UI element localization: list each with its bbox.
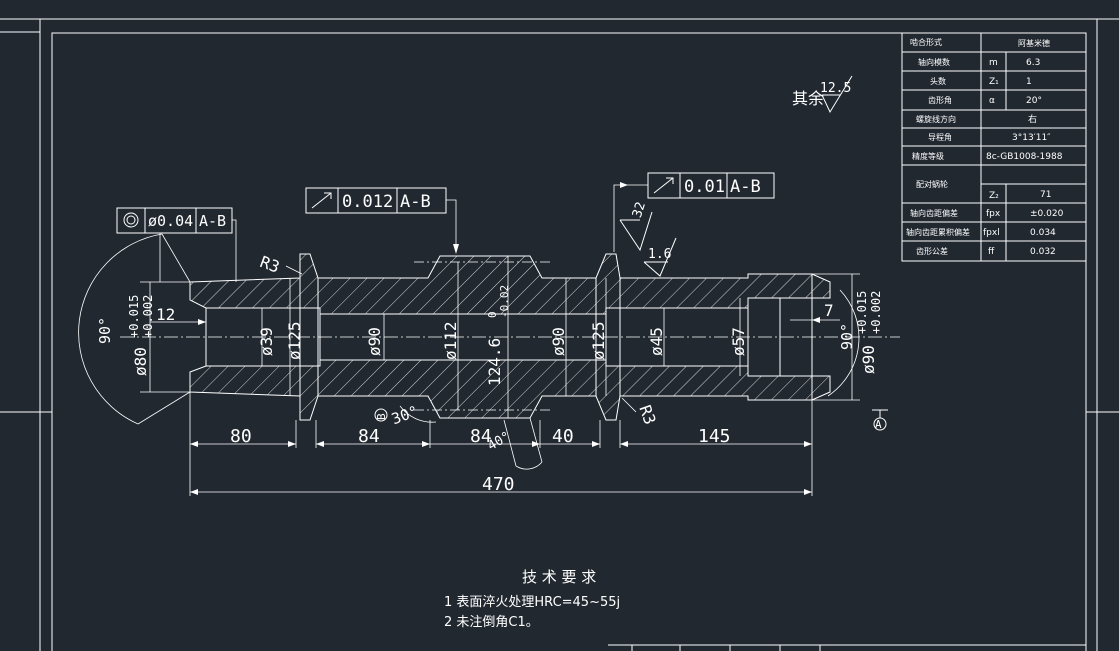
shaft-lower-half [189, 359, 831, 421]
param-name-4: 螺旋线方向 [916, 114, 956, 124]
runout-left-value: 0.012 [342, 192, 393, 212]
length-80-label: 80 [230, 426, 252, 447]
dia-80-tol-up: +0.015 [127, 295, 141, 338]
length-84b-label: 84 [470, 426, 492, 447]
param-val-10: 0.034 [1030, 228, 1056, 238]
param-val-1: 6.3 [1026, 58, 1040, 68]
dia-57-label: ø57 [729, 327, 748, 356]
param-name-0: 啮合形式 [910, 37, 942, 47]
param-sym-2: Z₁ [989, 77, 999, 87]
tolerance-frame-concentricity: ø0.04 A-B [116, 207, 237, 282]
param-name-9: 轴向齿距偏差 [910, 208, 958, 218]
dia-80-label: ø80 [131, 347, 150, 376]
tolerance-frame-runout-right: 0.01 A-B [613, 172, 775, 252]
diameter-dimensions [140, 256, 860, 418]
param-val-2: 1 [1026, 77, 1032, 87]
angle-30-label: 30° [389, 402, 421, 428]
param-name-11: 齿形公差 [916, 246, 948, 256]
shaft-section [120, 253, 900, 421]
tolerance-frame-runout-left: 0.012 A-B [305, 187, 459, 254]
length-12-dimension: 12 [150, 305, 206, 325]
length-470-label: 470 [482, 474, 515, 495]
runout-left-datum: A-B [400, 192, 431, 212]
param-val-5: 3°13′11″ [1012, 133, 1051, 143]
length-7-label: 7 [824, 301, 834, 320]
length-dimensions [189, 392, 813, 496]
length-84a-label: 84 [358, 426, 380, 447]
angle-dimension-30: 30° [389, 402, 437, 428]
roughness-mark-32: 32 [619, 200, 653, 252]
runout-right-value: 0.01 [684, 177, 725, 197]
param-sym-11: ff [988, 247, 995, 257]
length-145-label: 145 [698, 426, 731, 447]
tech-req-item-1: 1 表面淬火处理HRC=45~55j [444, 595, 620, 610]
param-val-0: 阿基米德 [1018, 38, 1050, 48]
dia-90c-tol-dn: +0.002 [869, 291, 883, 334]
param-sym-10: fpxl [983, 228, 1000, 238]
dia-90a-label: ø90 [365, 327, 384, 356]
param-name-7: 配对蜗轮 [916, 179, 948, 189]
angle-dimension-left: 90° [78, 233, 191, 425]
dia-45-label: ø45 [647, 327, 666, 356]
dia-124-tol-up: 0 [486, 311, 499, 318]
roughness-value: 12.5 [820, 81, 851, 96]
length-40-label: 40 [552, 426, 574, 447]
param-sym-8: Z₂ [989, 191, 999, 201]
technical-requirements: 技 术 要 求 1 表面淬火处理HRC=45~55j 2 未注倒角C1。 [444, 568, 620, 630]
param-name-5: 导程角 [928, 132, 952, 142]
roughness-symbol-other: 其余 12.5 [792, 75, 853, 114]
angle-right-label: 90° [838, 323, 856, 350]
tech-req-title: 技 术 要 求 [522, 568, 596, 586]
datum-a-marker: A [872, 409, 888, 431]
param-val-11: 0.032 [1030, 247, 1056, 257]
roughness-16-value: 1.6 [648, 247, 671, 262]
dia-124-tol-dn: -0.02 [498, 285, 511, 318]
roughness-32-value: 32 [630, 200, 649, 220]
datum-b-marker: B [374, 408, 388, 422]
radius-left-label: R3 [258, 252, 283, 276]
param-sym-9: fpx [986, 209, 1001, 219]
radius-left-leader [285, 265, 303, 275]
param-val-6: 8c-GB1008-1988 [986, 152, 1063, 162]
tech-req-item-2: 2 未注倒角C1。 [444, 615, 539, 630]
runout-right-datum: A-B [730, 177, 761, 197]
dia-90c-tol-up: +0.015 [855, 291, 869, 334]
param-sym-3: α [989, 96, 995, 106]
param-name-6: 精度等级 [912, 151, 944, 161]
param-val-8: 71 [1040, 190, 1051, 200]
dia-90c-label: ø90 [859, 345, 878, 374]
concentricity-datum: A-B [199, 212, 226, 230]
dia-80-tol-dn: +0.002 [141, 295, 155, 338]
dia-112-label: ø112 [441, 321, 460, 360]
dia-125b-label: ø125 [589, 321, 608, 360]
param-val-9: ±0.020 [1030, 209, 1064, 219]
param-name-3: 齿形角 [928, 95, 952, 105]
param-name-2: 头数 [930, 76, 946, 86]
dia-125a-label: ø125 [285, 321, 304, 360]
param-val-4: 右 [1028, 113, 1037, 125]
length-7-dimension: 7 [790, 301, 840, 323]
radius-right-leader [621, 397, 637, 413]
dia-39-label: ø39 [257, 327, 276, 356]
concentricity-value: ø0.04 [148, 212, 193, 230]
roughness-prefix: 其余 [792, 89, 824, 108]
dia-90b-label: ø90 [549, 327, 568, 356]
roughness-mark-16: 1.6 [643, 237, 677, 277]
datum-a-label: A [875, 418, 882, 431]
dia-124-label: 124.6 [485, 338, 504, 386]
param-val-3: 20° [1026, 96, 1042, 106]
radius-right-label: R3 [635, 402, 659, 427]
param-name-10: 轴向齿距累积偏差 [906, 227, 970, 237]
parameter-table: 啮合形式 阿基米德 轴向模数 m 6.3 头数 Z₁ 1 齿形角 α 20° 螺… [901, 32, 1087, 262]
angle-dimension-right: 90° [827, 289, 860, 397]
param-sym-1: m [989, 58, 998, 68]
angle-left-label: 90° [96, 317, 114, 344]
length-12-label: 12 [156, 305, 175, 324]
drawing-frame [0, 18, 1119, 651]
datum-b-label: B [375, 413, 388, 420]
param-name-1: 轴向模数 [918, 57, 950, 67]
